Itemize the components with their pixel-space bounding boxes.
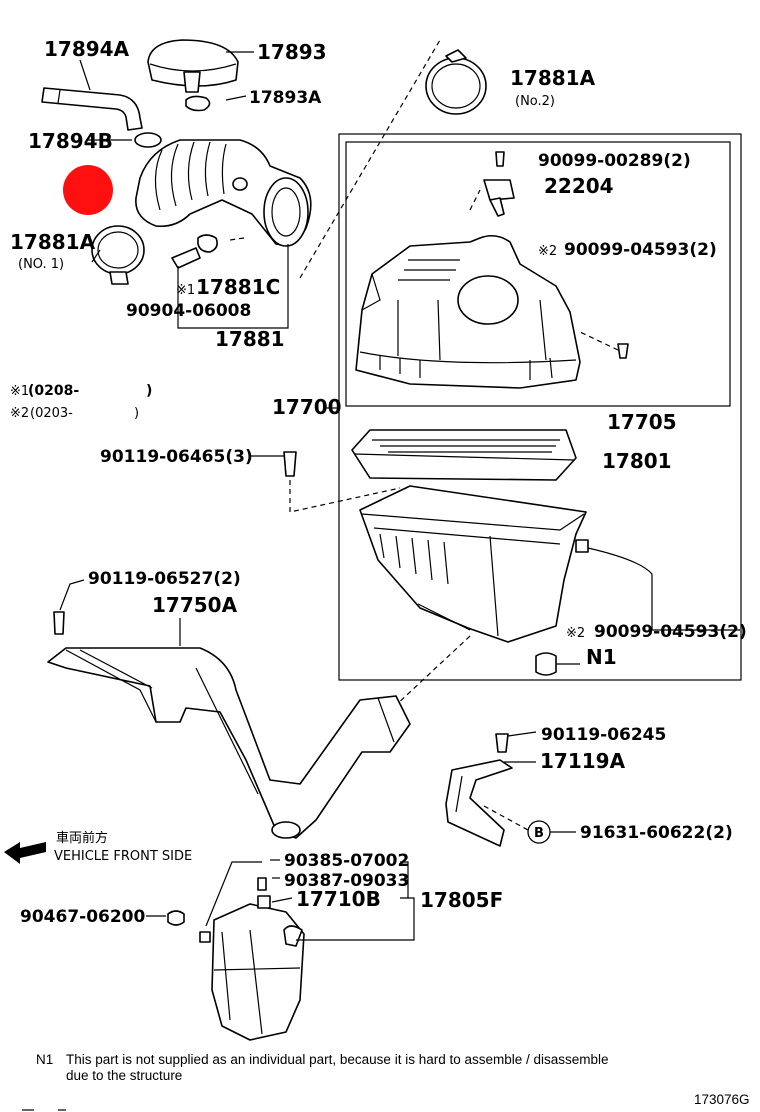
label-17881[interactable]: 17881	[215, 327, 285, 351]
label-17893A[interactable]: 17893A	[249, 88, 322, 108]
label-90099-00289[interactable]: 90099-00289(2)	[538, 151, 691, 171]
note2-text: (0203-	[30, 406, 73, 421]
footnote-line1: This part is not supplied as an individu…	[66, 1052, 609, 1067]
footnote-line2: due to the structure	[66, 1068, 182, 1083]
screw-90099-00289[interactable]	[495, 151, 505, 167]
footnote-mark: N1	[36, 1052, 53, 1067]
air-filter-17801[interactable]	[351, 429, 577, 481]
label-N1[interactable]: N1	[586, 645, 617, 669]
assembly-box-17705	[345, 141, 731, 407]
clamp-17881A-no1[interactable]	[91, 225, 145, 285]
label-mark1: ※1	[176, 283, 195, 298]
grommet-90099-04593[interactable]	[575, 539, 589, 553]
air-cleaner-hose-17881[interactable]	[135, 139, 312, 247]
label-no2: (No.2)	[515, 94, 555, 109]
label-17881A-left[interactable]: 17881A	[10, 230, 96, 254]
label-front-en: VEHICLE FRONT SIDE	[54, 849, 192, 864]
label-90099-04593-a[interactable]: 90099-04593(2)	[564, 240, 717, 260]
bolt-90119-06527[interactable]	[53, 611, 65, 635]
label-17805F[interactable]: 17805F	[420, 888, 503, 912]
label-90387-09033[interactable]: 90387-09033	[284, 871, 409, 891]
figure-id: 173076G	[694, 1092, 750, 1107]
label-90099-04593-b[interactable]: 90099-04593(2)	[594, 622, 747, 642]
label-17893[interactable]: 17893	[257, 40, 327, 64]
sensor-22204[interactable]	[483, 179, 515, 217]
clip-17893A[interactable]	[185, 95, 211, 112]
note1-close: )	[146, 383, 152, 399]
front-direction-arrow-icon	[4, 842, 46, 864]
label-17705[interactable]: 17705	[607, 410, 677, 434]
label-91631-60622[interactable]: 91631-60622(2)	[580, 823, 733, 843]
label-17801[interactable]: 17801	[602, 449, 672, 473]
resonator-17805F[interactable]	[211, 903, 305, 1041]
label-90119-06245[interactable]: 90119-06245	[541, 725, 666, 745]
fitting-90904-06008[interactable]	[171, 247, 201, 269]
label-90904-06008[interactable]: 90904-06008	[126, 301, 251, 321]
label-b-mark: B	[534, 826, 544, 841]
label-22204[interactable]: 22204	[544, 174, 614, 198]
label-17119A[interactable]: 17119A	[540, 749, 626, 773]
note2-mark: ※2	[10, 406, 29, 421]
label-17700[interactable]: 17700	[272, 395, 342, 419]
bracket-17119A[interactable]	[445, 759, 513, 847]
bolt-90119-06465[interactable]	[283, 451, 297, 477]
note1-text: (0208-	[28, 383, 79, 399]
label-90385-07002[interactable]: 90385-07002	[284, 851, 409, 871]
part-N1[interactable]	[535, 652, 557, 676]
screw-90099-04593-top[interactable]	[617, 343, 629, 359]
clamp-17894B[interactable]	[134, 132, 162, 148]
air-cleaner-case[interactable]	[359, 485, 587, 643]
bolt-90467-06200[interactable]	[167, 910, 185, 926]
intake-hose-17894A[interactable]	[41, 87, 143, 131]
resonator-17893[interactable]	[147, 39, 239, 93]
label-17750A[interactable]: 17750A	[152, 593, 238, 617]
air-cleaner-cover-17705[interactable]	[355, 234, 581, 389]
clip-small[interactable]	[199, 931, 211, 943]
air-duct-17750A[interactable]	[47, 647, 411, 839]
note2-close: )	[134, 406, 139, 421]
plug-90387-09033[interactable]	[257, 877, 267, 891]
label-17894B[interactable]: 17894B	[28, 129, 113, 153]
label-no1: (NO. 1)	[18, 257, 64, 272]
label-17881C[interactable]: 17881C	[196, 275, 280, 299]
grommet-17710B[interactable]	[257, 895, 271, 909]
label-90467-06200[interactable]: 90467-06200	[20, 907, 146, 927]
label-17710B[interactable]: 17710B	[296, 887, 381, 911]
label-mark2-b: ※2	[566, 626, 585, 641]
highlight-marker[interactable]	[63, 165, 113, 215]
label-mark2-a: ※2	[538, 244, 557, 259]
clamp-17881C[interactable]	[197, 234, 218, 253]
label-front-jp: 車両前方	[56, 830, 108, 846]
assembly-box-17700	[338, 133, 742, 681]
label-17894A[interactable]: 17894A	[44, 37, 130, 61]
note1-mark: ※1	[10, 384, 29, 399]
label-90119-06465[interactable]: 90119-06465(3)	[100, 447, 253, 467]
label-17881A-top[interactable]: 17881A	[510, 66, 596, 90]
bolt-90119-06245[interactable]	[495, 733, 509, 753]
label-90119-06527[interactable]: 90119-06527(2)	[88, 569, 241, 589]
clamp-17881A-no2[interactable]	[425, 49, 487, 115]
